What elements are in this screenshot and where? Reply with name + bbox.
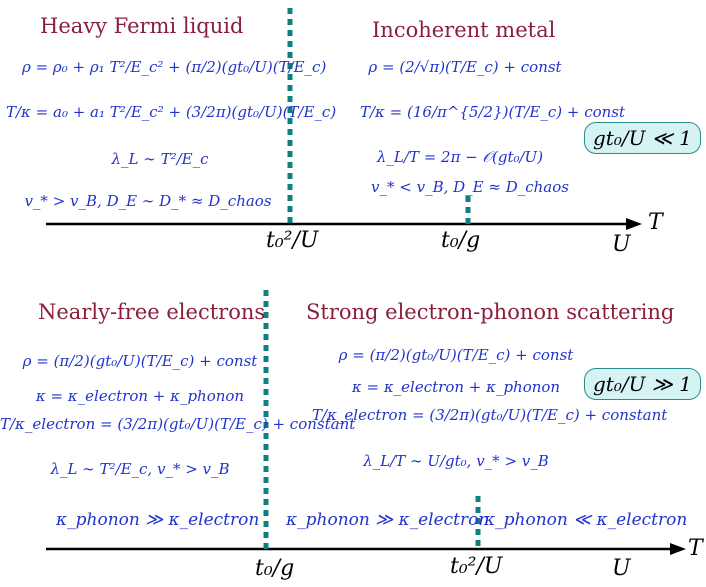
- bottom-left-eq-4: λ_L ∼ T²/E_c, v_* > v_B: [50, 460, 230, 478]
- bottom-kappa-left: κ_phonon ≫ κ_electron: [56, 510, 260, 530]
- bottom-left-eq-3: T/κ_electron = (3/2π)(gt₀/U)(T/E_c) + co…: [0, 415, 356, 433]
- bottom-right-eq-3: T/κ_electron = (3/2π)(gt₀/U)(T/E_c) + co…: [312, 406, 668, 424]
- bottom-left-eq-1: ρ = (π/2)(gt₀/U)(T/E_c) + const: [22, 352, 258, 370]
- top-left-eq-3: λ_L ∼ T²/E_c: [111, 150, 209, 168]
- bottom-tick-1: t₀/g: [255, 556, 295, 581]
- bottom-axis-arrowhead: [670, 543, 686, 555]
- bottom-axis-T: T: [688, 536, 703, 561]
- bottom-left-title: Nearly-free electrons: [38, 300, 266, 324]
- bottom-right-title: Strong electron-phonon scattering: [306, 300, 675, 324]
- top-axis-arrowhead: [626, 218, 642, 230]
- top-right-eq-2: T/κ = (16/π^{5/2})(T/E_c) + const: [360, 103, 626, 121]
- top-axis-U: U: [612, 232, 631, 257]
- top-tick-1: t₀²/U: [266, 228, 319, 253]
- bottom-right-eq-2: κ = κ_electron + κ_phonon: [351, 378, 561, 396]
- top-left-eq-2: T/κ = a₀ + a₁ T²/E_c² + (3/2π)(gt₀/U)(T/…: [6, 103, 337, 121]
- top-left-eq-4: v_* > v_B, D_E ∼ D_* ≈ D_chaos: [24, 192, 272, 210]
- bottom-right-eq-4: λ_L/T ∼ U/gt₀, v_* > v_B: [363, 452, 549, 470]
- bottom-left-eq-2: κ = κ_electron + κ_phonon: [35, 387, 245, 405]
- top-right-title: Incoherent metal: [372, 18, 556, 42]
- top-regime-badge: gt₀/U ≪ 1: [584, 122, 701, 154]
- top-right-eq-1: ρ = (2/√π)(T/E_c) + const: [368, 58, 562, 76]
- top-right-eq-3: λ_L/T = 2π − 𝒪(gt₀/U): [376, 148, 544, 166]
- bottom-axis-U: U: [612, 556, 631, 581]
- top-left-title: Heavy Fermi liquid: [40, 14, 244, 38]
- top-axis-T: T: [648, 210, 663, 235]
- top-tick-2: t₀/g: [441, 228, 481, 253]
- bottom-tick-2: t₀²/U: [450, 554, 503, 579]
- top-left-eq-1: ρ = ρ₀ + ρ₁ T²/E_c² + (π/2)(gt₀/U)(T/E_c…: [22, 58, 327, 76]
- bottom-regime-badge: gt₀/U ≫ 1: [584, 368, 701, 400]
- bottom-kappa-right: κ_phonon ≪ κ_electron: [484, 510, 688, 530]
- bottom-right-eq-1: ρ = (π/2)(gt₀/U)(T/E_c) + const: [338, 346, 574, 364]
- top-right-eq-4: v_* < v_B, D_E ≈ D_chaos: [371, 178, 569, 196]
- bottom-kappa-mid: κ_phonon ≫ κ_electron: [286, 510, 490, 530]
